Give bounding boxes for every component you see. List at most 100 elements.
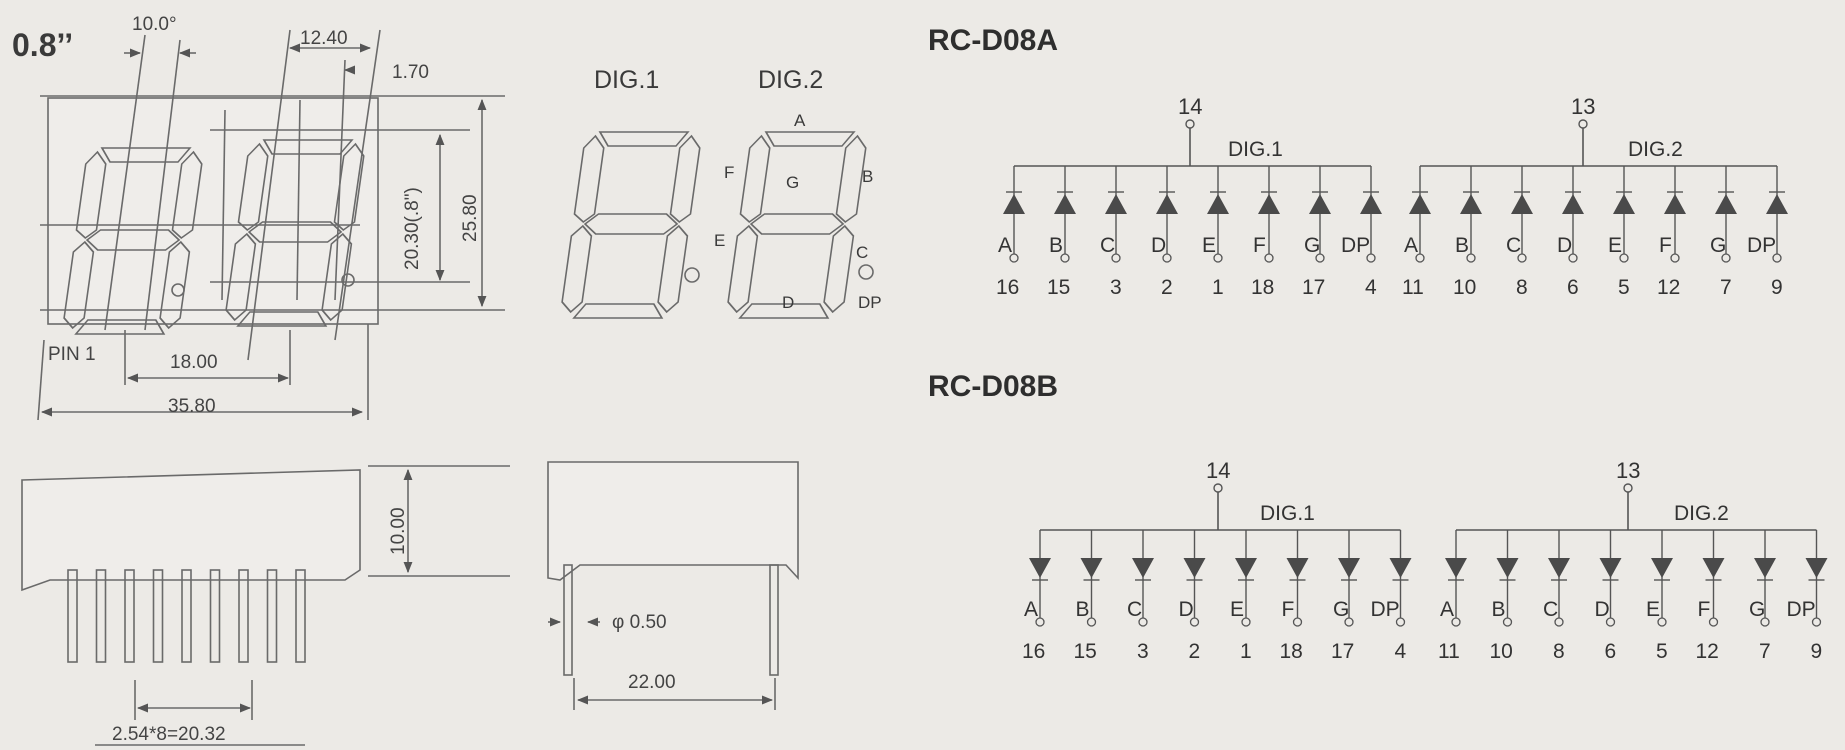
- segment-letter: DP: [1787, 598, 1816, 621]
- dim-pin-diameter: φ 0.50: [612, 612, 667, 633]
- segment-label-dp: DP: [858, 293, 882, 312]
- segment-pin-number: 6: [1605, 640, 1617, 663]
- dim-angle: 10.0°: [132, 14, 177, 35]
- end-pin-right: [769, 564, 779, 676]
- side-pin: [295, 569, 306, 663]
- side-pin: [95, 569, 107, 663]
- diode-symbol: [1754, 558, 1776, 578]
- segment-letter: C: [1506, 234, 1521, 257]
- diode-symbol: [1389, 558, 1412, 578]
- dim-depth: 10.00: [388, 507, 409, 555]
- segment-pin-number: 7: [1720, 276, 1732, 299]
- segment-pin-number: 8: [1553, 640, 1565, 663]
- circuit-a-title: RC-D08A: [928, 24, 1058, 57]
- segment-pin-terminal: [1189, 617, 1200, 627]
- segment-pin-terminal: [1111, 253, 1121, 263]
- segment-letter: A: [1024, 598, 1038, 621]
- segment-letter: E: [1646, 598, 1660, 621]
- diode-symbol: [1309, 194, 1331, 214]
- segment-letter: G: [1749, 598, 1765, 621]
- diode-symbol: [1766, 194, 1788, 214]
- segment-pin-terminal: [1366, 253, 1376, 263]
- segment-pin-number: 5: [1656, 640, 1668, 663]
- common-pin-number: 13: [1571, 94, 1595, 119]
- segment-pin-terminal: [1554, 617, 1564, 627]
- segment-pin-number: 2: [1161, 276, 1173, 299]
- end-body: [547, 461, 799, 581]
- segment-pin-terminal: [1760, 617, 1770, 627]
- segment-pin-number: 3: [1137, 640, 1149, 663]
- segment-label-d: D: [782, 293, 794, 312]
- segment-pin-terminal: [1568, 253, 1578, 263]
- segment-pin-number: 3: [1110, 276, 1122, 299]
- end-view: [547, 461, 799, 710]
- diode-symbol: [1511, 194, 1533, 214]
- digit1-label: DIG.1: [594, 66, 659, 94]
- segment-label-e: E: [714, 231, 725, 250]
- segment-letter: F: [1253, 234, 1266, 257]
- dim-side-width: 22.00: [628, 672, 676, 693]
- diode-symbol: [1003, 194, 1025, 214]
- segment-pin-terminal: [1451, 617, 1461, 627]
- common-pin-number: 14: [1206, 458, 1230, 483]
- segment-pin-number: 8: [1516, 276, 1528, 299]
- dim-width: 35.80: [168, 396, 216, 417]
- segment-letter: G: [1333, 598, 1349, 621]
- pin1-label: PIN 1: [48, 344, 96, 365]
- common-pin-number: 13: [1616, 458, 1640, 483]
- segment-pin-number: 9: [1811, 640, 1823, 663]
- segment-pin-number: 9: [1771, 276, 1783, 299]
- segment-letter: B: [1455, 234, 1469, 257]
- segment-pin-terminal: [1605, 617, 1616, 627]
- diode-symbol: [1409, 194, 1431, 214]
- segment-pin-number: 17: [1302, 276, 1325, 299]
- dim-offset: 1.70: [392, 62, 429, 83]
- side-pin: [181, 569, 192, 663]
- segment-pin-terminal: [1670, 253, 1680, 263]
- segment-letter: D: [1179, 598, 1194, 621]
- digit-group-name: DIG.2: [1628, 138, 1683, 161]
- dim-span: 18.00: [170, 352, 218, 373]
- segment-label-f: F: [724, 163, 734, 182]
- segment-pin-number: 12: [1696, 640, 1719, 663]
- segment-letter: G: [1304, 234, 1320, 257]
- diode-symbol: [1496, 558, 1519, 578]
- diode-symbol: [1613, 194, 1635, 214]
- diode-symbol: [1599, 558, 1622, 578]
- segment-label-g: G: [786, 173, 799, 192]
- segment-pin-terminal: [1708, 617, 1719, 627]
- dim-inner-height: 20.30(.8"): [402, 187, 423, 270]
- segment-pin-terminal: [1264, 253, 1274, 263]
- segment-pin-number: 11: [1438, 640, 1460, 663]
- segment-letter: C: [1543, 598, 1558, 621]
- segment-pin-terminal: [1811, 617, 1822, 627]
- common-pin-number: 14: [1178, 94, 1202, 119]
- segment-letter: DP: [1747, 234, 1776, 257]
- diode-symbol: [1235, 558, 1257, 578]
- common-pin-terminal: [1185, 119, 1195, 129]
- segment-pin-number: 5: [1618, 276, 1630, 299]
- segment-pin-terminal: [1138, 617, 1148, 627]
- segment-pin-terminal: [1721, 253, 1731, 263]
- segment-pin-number: 1: [1240, 640, 1252, 663]
- front-digit-2: [225, 139, 365, 327]
- segment-layout: DIG.1 DIG.2 A: [561, 66, 882, 319]
- diode-symbol: [1286, 558, 1309, 578]
- segment-pin-terminal: [1060, 253, 1070, 263]
- segment-label-c: C: [856, 243, 868, 262]
- segment-pin-number: 12: [1657, 276, 1680, 299]
- segment-letter: D: [1151, 234, 1166, 257]
- segment-letter: F: [1659, 234, 1672, 257]
- segment-pin-number: 15: [1074, 640, 1097, 663]
- segment-letter: F: [1282, 598, 1295, 621]
- diode-symbol: [1156, 194, 1178, 214]
- side-pin: [238, 569, 249, 663]
- segment-pin-terminal: [1241, 617, 1251, 627]
- diode-symbol: [1029, 558, 1051, 578]
- segment-pin-number: 4: [1395, 640, 1407, 663]
- diode-symbol: [1715, 194, 1737, 214]
- segment-pin-number: 15: [1047, 276, 1070, 299]
- segment-letter: B: [1049, 234, 1063, 257]
- segment-pin-terminal: [1162, 253, 1172, 263]
- segment-letter: A: [1404, 234, 1418, 257]
